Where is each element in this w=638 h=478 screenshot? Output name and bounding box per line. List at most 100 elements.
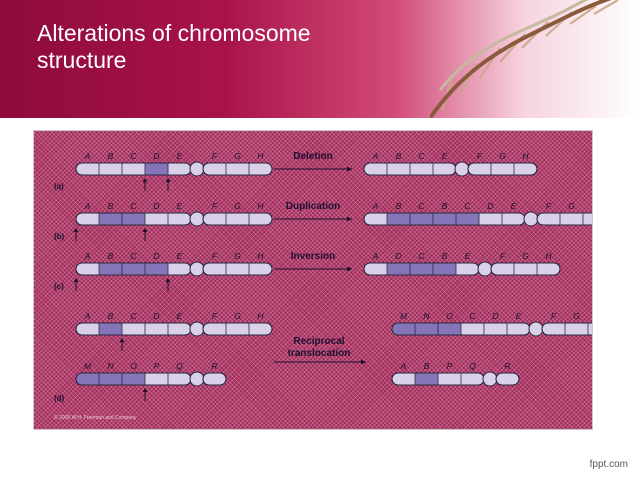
gene-label: A [372,201,379,211]
gene-label: C [130,201,137,211]
highlighted-segment [145,263,168,275]
gene-label: M [84,361,92,371]
gene-label: C [469,311,476,321]
highlighted-segment [145,163,168,175]
chromosome-outline [536,212,592,226]
highlighted-segment [403,323,415,335]
centromere [189,321,205,337]
break-point-arrow-head [142,178,148,182]
gene-label: A [84,151,91,161]
chromosome-arm [495,372,520,386]
gene-label: Q [469,361,476,371]
gene-label: G [568,201,575,211]
break-point-arrow-head [73,278,79,282]
highlighted-segment [415,373,438,385]
highlighted-segment [433,213,456,225]
gene-label: H [522,151,529,161]
break-point-arrow-head [73,228,79,232]
gene-label: F [551,311,557,321]
gene-label: F [477,151,483,161]
break-point-arrow-head [142,228,148,232]
gene-label: C [418,201,425,211]
gene-label: A [372,151,379,161]
chromosome-outline [202,162,273,176]
gene-label: G [499,151,506,161]
gene-label: O [446,311,453,321]
gene-label: E [177,151,183,161]
part-label: (d) [54,394,65,403]
highlighted-segment [415,323,438,335]
gene-label: B [442,251,448,261]
gene-label: G [573,311,580,321]
operation-arrow-head [347,266,352,272]
highlighted-segment [122,373,145,385]
highlighted-segment [122,263,145,275]
part-label: (b) [54,232,65,241]
chromosome-arm [202,322,273,336]
gene-label: D [487,201,493,211]
chromosome-after-top: MNOCDEFGH [391,311,592,337]
highlighted-segment [122,213,145,225]
gene-label: N [107,361,114,371]
operation-arrow-head [361,359,366,365]
gene-label: H [257,151,264,161]
gene-label: B [108,311,114,321]
gene-label: C [130,311,137,321]
operation-label: Duplication [286,201,340,212]
footer-logo: fppt.com [589,459,628,470]
chromosome-arm [536,212,592,226]
gene-label: E [442,151,448,161]
gene-label: E [177,311,183,321]
gene-label: G [234,311,241,321]
chromosome-outline [490,262,561,276]
gene-label: A [84,201,91,211]
gene-label: E [465,251,471,261]
gene-label: D [395,251,401,261]
centromere [454,161,470,177]
centromere [477,261,493,277]
chromosome-arm [490,262,561,276]
gene-label: C [418,251,425,261]
break-point-arrow-head [119,338,125,342]
gene-label: C [464,201,471,211]
gene-label: C [130,251,137,261]
break-point-arrow-head [142,388,148,392]
gene-label: D [153,251,159,261]
centromere [482,371,498,387]
gene-label: D [153,201,159,211]
gene-label: F [546,201,552,211]
part-label: (c) [54,282,64,291]
operation-arrow-head [347,166,352,172]
part-label: (a) [54,182,64,191]
gene-label: E [177,251,183,261]
gene-label: F [212,201,218,211]
highlighted-segment [387,213,410,225]
gene-label: G [522,251,529,261]
chromosome-outline [202,212,273,226]
operation-label-line-2: translocation [288,348,351,359]
gene-label: O [130,361,137,371]
gene-label: F [212,251,218,261]
gene-label: N [423,311,430,321]
title-banner: Alterations of chromosome structure [0,0,638,118]
operation-label-line-1: Reciprocal [293,336,344,347]
slide-title-line-1: Alterations of chromosome [37,20,311,46]
gene-label: A [372,251,379,261]
chromosome-outline [202,262,273,276]
chromosome-arm [541,322,592,336]
chromosome-arm [202,262,273,276]
operation-label: Inversion [291,251,335,262]
gene-label: G [234,201,241,211]
gene-label: A [84,251,91,261]
slide-title-line-2: structure [37,47,127,73]
gene-label: B [396,151,402,161]
operation-label: Deletion [293,151,332,162]
centromere [189,161,205,177]
highlighted-segment [456,213,479,225]
gene-label: M [400,311,408,321]
gene-label: B [396,201,402,211]
highlighted-segment [99,323,122,335]
